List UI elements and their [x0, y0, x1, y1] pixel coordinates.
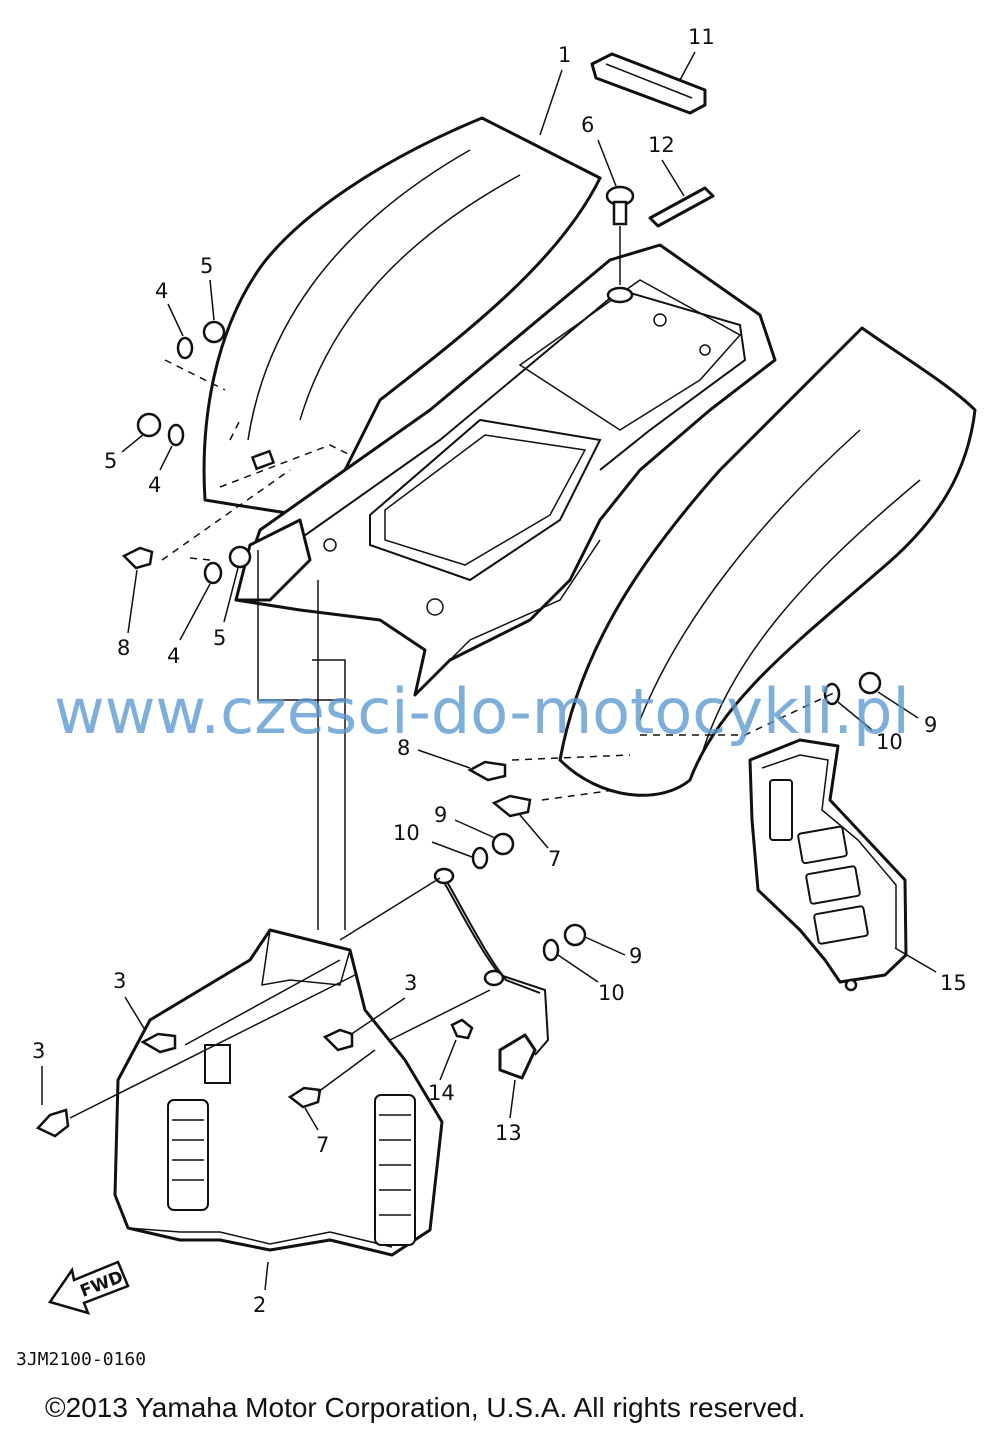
washer-4a: [176, 336, 194, 360]
flap-vent-left: [167, 1099, 209, 1211]
callout-5b: 5: [104, 449, 117, 473]
callout-6: 6: [581, 113, 594, 137]
callout-10a: 10: [876, 730, 903, 754]
watermark: www.czesci-do-motocykli.pl: [54, 675, 910, 748]
nut-5a: [202, 320, 226, 344]
callout-labels: 1 2 3 3 3 4 4 4 5 5 5 6 7 7 8 8 9 9 9: [32, 25, 967, 1317]
screw-3c: [35, 1108, 70, 1138]
callout-10b: 10: [393, 821, 420, 845]
callout-4b: 4: [148, 473, 161, 497]
side-guard-part-15: [748, 738, 908, 992]
screw-14: [450, 1018, 474, 1040]
nut-9c: [563, 923, 587, 947]
bracket-part-13: [433, 867, 550, 1080]
fwd-arrow-icon: FWD: [47, 1260, 130, 1315]
mud-flap-part-2: [113, 928, 444, 1257]
copyright-notice: ©2013 Yamaha Motor Corporation, U.S.A. A…: [45, 1392, 805, 1423]
callout-13: 13: [495, 1121, 522, 1145]
nut-5b: [136, 412, 162, 438]
callout-10c: 10: [598, 981, 625, 1005]
callout-7a: 7: [548, 847, 561, 871]
label-part-12: [648, 186, 715, 228]
drawing-code: 3JM2100-0160: [16, 1349, 146, 1370]
nut-9a: [858, 671, 882, 695]
callout-3c: 3: [32, 1039, 45, 1063]
callout-3b: 3: [404, 971, 417, 995]
callout-2: 2: [253, 1293, 266, 1317]
flap-vent-right: [374, 1094, 416, 1246]
screw-7b: [287, 1086, 322, 1109]
rear-fender-part-1: [202, 116, 977, 797]
nut-5c: [228, 545, 252, 569]
callout-3a: 3: [113, 969, 126, 993]
callout-5c: 5: [213, 626, 226, 650]
assembly-lines: [69, 359, 841, 1119]
screw-8b: [467, 760, 507, 782]
callout-8b: 8: [397, 736, 410, 760]
callout-15: 15: [940, 971, 967, 995]
callout-7b: 7: [316, 1133, 329, 1157]
screw-8a: [121, 546, 154, 570]
callout-5a: 5: [200, 254, 213, 278]
hardware-group: [35, 320, 882, 1138]
bolt-grommet-part-6: [605, 185, 635, 304]
washer-4c: [203, 561, 223, 585]
callout-1: 1: [558, 43, 571, 67]
washer-10b: [471, 846, 489, 870]
callout-8a: 8: [117, 636, 130, 660]
nut-9b: [491, 832, 515, 856]
screw-7a: [491, 794, 532, 818]
callout-14: 14: [428, 1081, 455, 1105]
callout-11: 11: [688, 25, 715, 49]
callout-9b: 9: [434, 803, 447, 827]
callout-12: 12: [648, 133, 675, 157]
callout-9c: 9: [629, 944, 642, 968]
screw-3b: [322, 1028, 354, 1052]
strap-part-11: [590, 52, 707, 115]
callout-4c: 4: [167, 644, 180, 668]
callout-9a: 9: [924, 713, 937, 737]
washer-4b: [167, 423, 185, 447]
callout-4a: 4: [155, 279, 168, 303]
screw-3a: [140, 1032, 177, 1054]
washer-10c: [542, 938, 560, 962]
